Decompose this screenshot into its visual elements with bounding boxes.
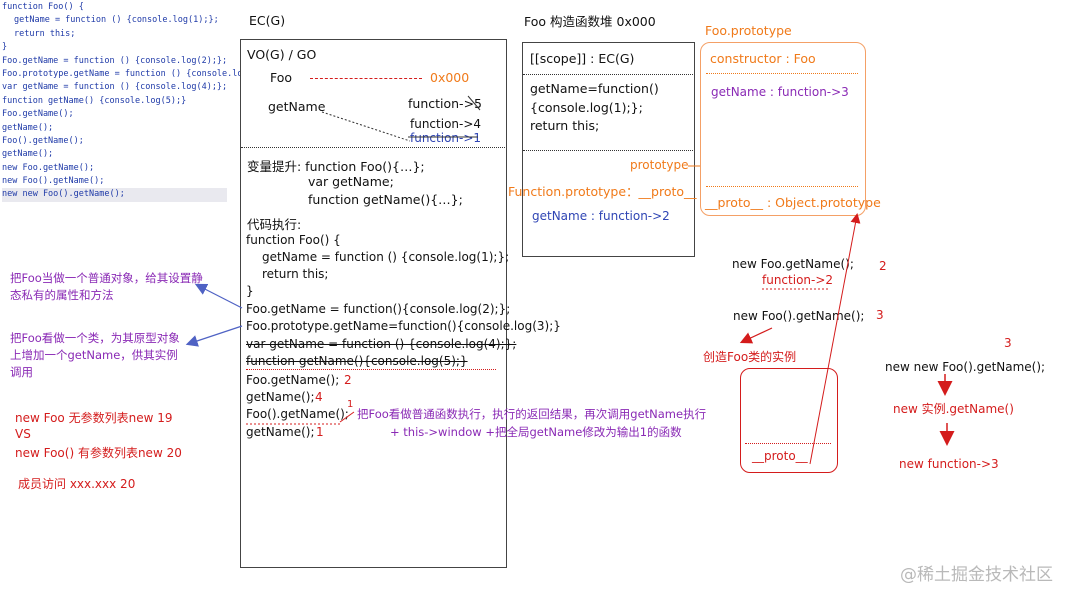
heap-box [522,42,695,257]
exec-line: getName(); [246,425,315,439]
class-note: 把Foo看做一个类，为其原型对象上增加一个getName，供其实例调用 [10,331,180,379]
exec-line: Foo.prototype.getName=function(){console… [246,319,561,333]
exec-line: return this; [262,267,329,281]
code-line: new new Foo().getName(); [2,188,227,202]
exec-line: getName(); [246,390,315,404]
heap-line-1: getName=function() [530,81,659,96]
heap-line-2: {console.log(1);}; [530,100,643,115]
output-getname-first: 4 [315,390,323,404]
code-line: function Foo() { [2,2,84,12]
ecg-title: EC(G) [249,13,286,28]
hoist-fn: function getName(){…}; [308,192,463,207]
code-line: new Foo.getName(); [2,162,95,173]
code-line: getName(); [2,122,54,133]
instance-proto: __proto__ [752,449,808,463]
code-line: Foo().getName(); [2,135,84,146]
create-instance-arrow [739,327,773,344]
hoist-label: 变量提升: function Foo(){…}; [247,159,425,174]
code-line: getName(); [2,149,54,160]
proto-divider-2 [706,186,858,187]
output-foo-call: 1 [347,399,354,410]
exec-line: } [246,284,254,298]
new-foo-args-note: new Foo() 有参数列表new 20 [15,446,182,460]
exec-line: function getName(){console.log(5);} [246,354,468,368]
code-line: Foo.getName = function () {console.log(2… [2,55,228,66]
call-note-2: + this->window +把全局getName修改为输出1的函数 [390,425,682,439]
proto-constructor: constructor : Foo [710,51,816,66]
vo-foo: Foo [270,70,293,85]
hoist-var: var getName; [308,174,394,189]
vs-note: VS [15,427,31,441]
vo-divider [241,147,505,148]
create-instance: 创造Foo类的实例 [703,350,797,364]
code-line: return this; [14,28,76,39]
vo-fn1: function->1 [410,131,482,145]
num-3b: 3 [1004,336,1012,350]
new-new-expr: new new Foo().getName(); [885,360,1046,374]
proto-title: Foo.prototype [705,23,792,38]
new-foo-note: new Foo 无参数列表new 19 [15,411,173,425]
num-3: 3 [876,308,884,322]
heap-prototype: prototype [630,158,689,172]
proto-box [700,42,866,216]
exec-line: Foo().getName(); [246,407,349,421]
exec-line: Foo.getName(); [246,373,340,387]
new-foo-getname: new Foo.getName(); [732,257,854,271]
code-line: function getName() {console.log(5);} [2,95,187,106]
source-code: function Foo() { getName = function () {… [2,1,278,202]
new-fn3: new function->3 [899,457,999,471]
watermark: @稀土掘金技术社区 [900,565,1053,585]
heap-line-3: return this; [530,118,600,133]
code-line: } [2,42,8,53]
exec-line: function Foo() { [246,233,341,247]
static-note: 把Foo当做一个普通对象，给其设置静态私有的属性和方法 [10,271,203,302]
new-instance-getname: new 实例.getName() [893,402,1014,416]
member-access-note: 成员访问 xxx.xxx 20 [18,477,136,491]
proto-dunder: __proto__ : Object.prototype [705,195,881,210]
vo-title: VO(G) / GO [247,47,317,62]
num-2: 2 [879,259,887,273]
heap-getname2: getName : function->2 [532,209,670,223]
code-line: new Foo().getName(); [2,176,105,187]
heap-title: Foo 构造函数堆 0x000 [524,14,656,29]
vo-getname: getName [268,99,326,114]
foo-address: 0x000 [430,70,470,85]
exec-line: getName = function () {console.log(1);}; [262,250,510,264]
heap-scope: [[scope]] : EC(G) [530,51,635,66]
code-line: Foo.getName(); [2,109,74,120]
code-line: getName = function () {console.log(1);}; [14,15,219,26]
vo-fn5: function->5 [408,96,482,111]
proto-getname3: getName : function->3 [711,85,849,99]
foo-pointer-dash [310,78,422,79]
new-foo-call: new Foo().getName(); [733,309,865,323]
exec-line: Foo.getName = function(){console.log(2);… [246,302,511,316]
heap-divider-1 [523,74,693,75]
exec-label: 代码执行: [247,217,302,232]
output-getname-second: 1 [316,425,324,439]
heap-divider-2 [523,150,693,151]
output-foo-getname: 2 [344,373,352,387]
code-line: var getName = function () {console.log(4… [2,82,228,93]
exec-divider [246,369,496,370]
new-foo-getname-fn2: function->2 [762,273,834,287]
code-line: Foo.prototype.getName = function () {con… [2,68,279,79]
exec-line: var getName = function () {console.log(4… [246,337,517,351]
vo-fn4: function->4 [410,117,482,131]
instance-divider [745,443,831,444]
class-note-arrow [185,325,243,347]
proto-divider-1 [706,73,858,74]
heap-fproto: Function.prototype：__proto__ [508,184,697,199]
call-note-1: 把Foo看做普通函数执行，执行的返回结果，再次调用getName执行 [357,407,707,421]
